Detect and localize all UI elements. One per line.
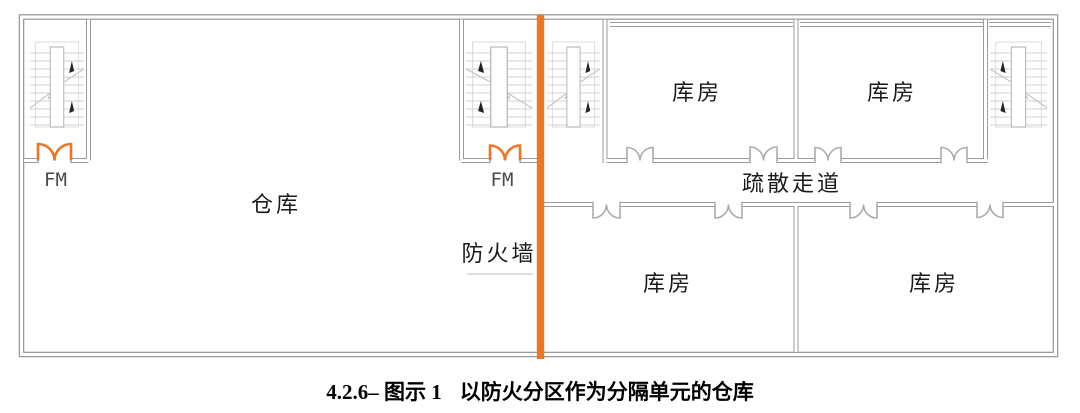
staircase-icon <box>546 41 601 128</box>
double-door-icon <box>849 204 878 219</box>
fire-door-icon <box>36 142 73 161</box>
fire-door-icon <box>488 144 522 161</box>
double-door-icon <box>976 204 1004 219</box>
storage-room-label: 库房 <box>672 80 722 105</box>
figure-caption-number: 4.2.6– 图示 1 <box>326 380 442 404</box>
fire-door-label: FM <box>44 169 67 191</box>
staircase-icon <box>989 41 1048 128</box>
staircase-icon <box>465 41 533 128</box>
double-door-icon <box>592 204 621 219</box>
storage-room-label: 库房 <box>867 80 917 105</box>
evacuation-corridor-label: 疏散走道 <box>742 171 842 196</box>
double-door-icon <box>749 146 778 161</box>
fire-wall <box>536 15 545 359</box>
double-door-icon <box>626 146 654 161</box>
figure-caption: 4.2.6– 图示 1 以防火分区作为分隔单元的仓库 <box>0 376 1080 406</box>
double-door-icon <box>940 146 968 161</box>
storage-room-label: 库房 <box>643 271 693 296</box>
storage-room-label: 库房 <box>909 271 959 296</box>
double-door-icon <box>714 204 743 219</box>
door-jambs <box>37 157 1004 208</box>
warehouse-label: 仓库 <box>251 192 301 217</box>
figure-caption-title: 以防火分区作为分隔单元的仓库 <box>459 380 754 404</box>
fire-door-label: FM <box>491 169 514 191</box>
staircase-icon <box>29 41 85 128</box>
double-door-icon <box>814 146 842 161</box>
fire-wall-label: 防火墙 <box>461 241 536 266</box>
